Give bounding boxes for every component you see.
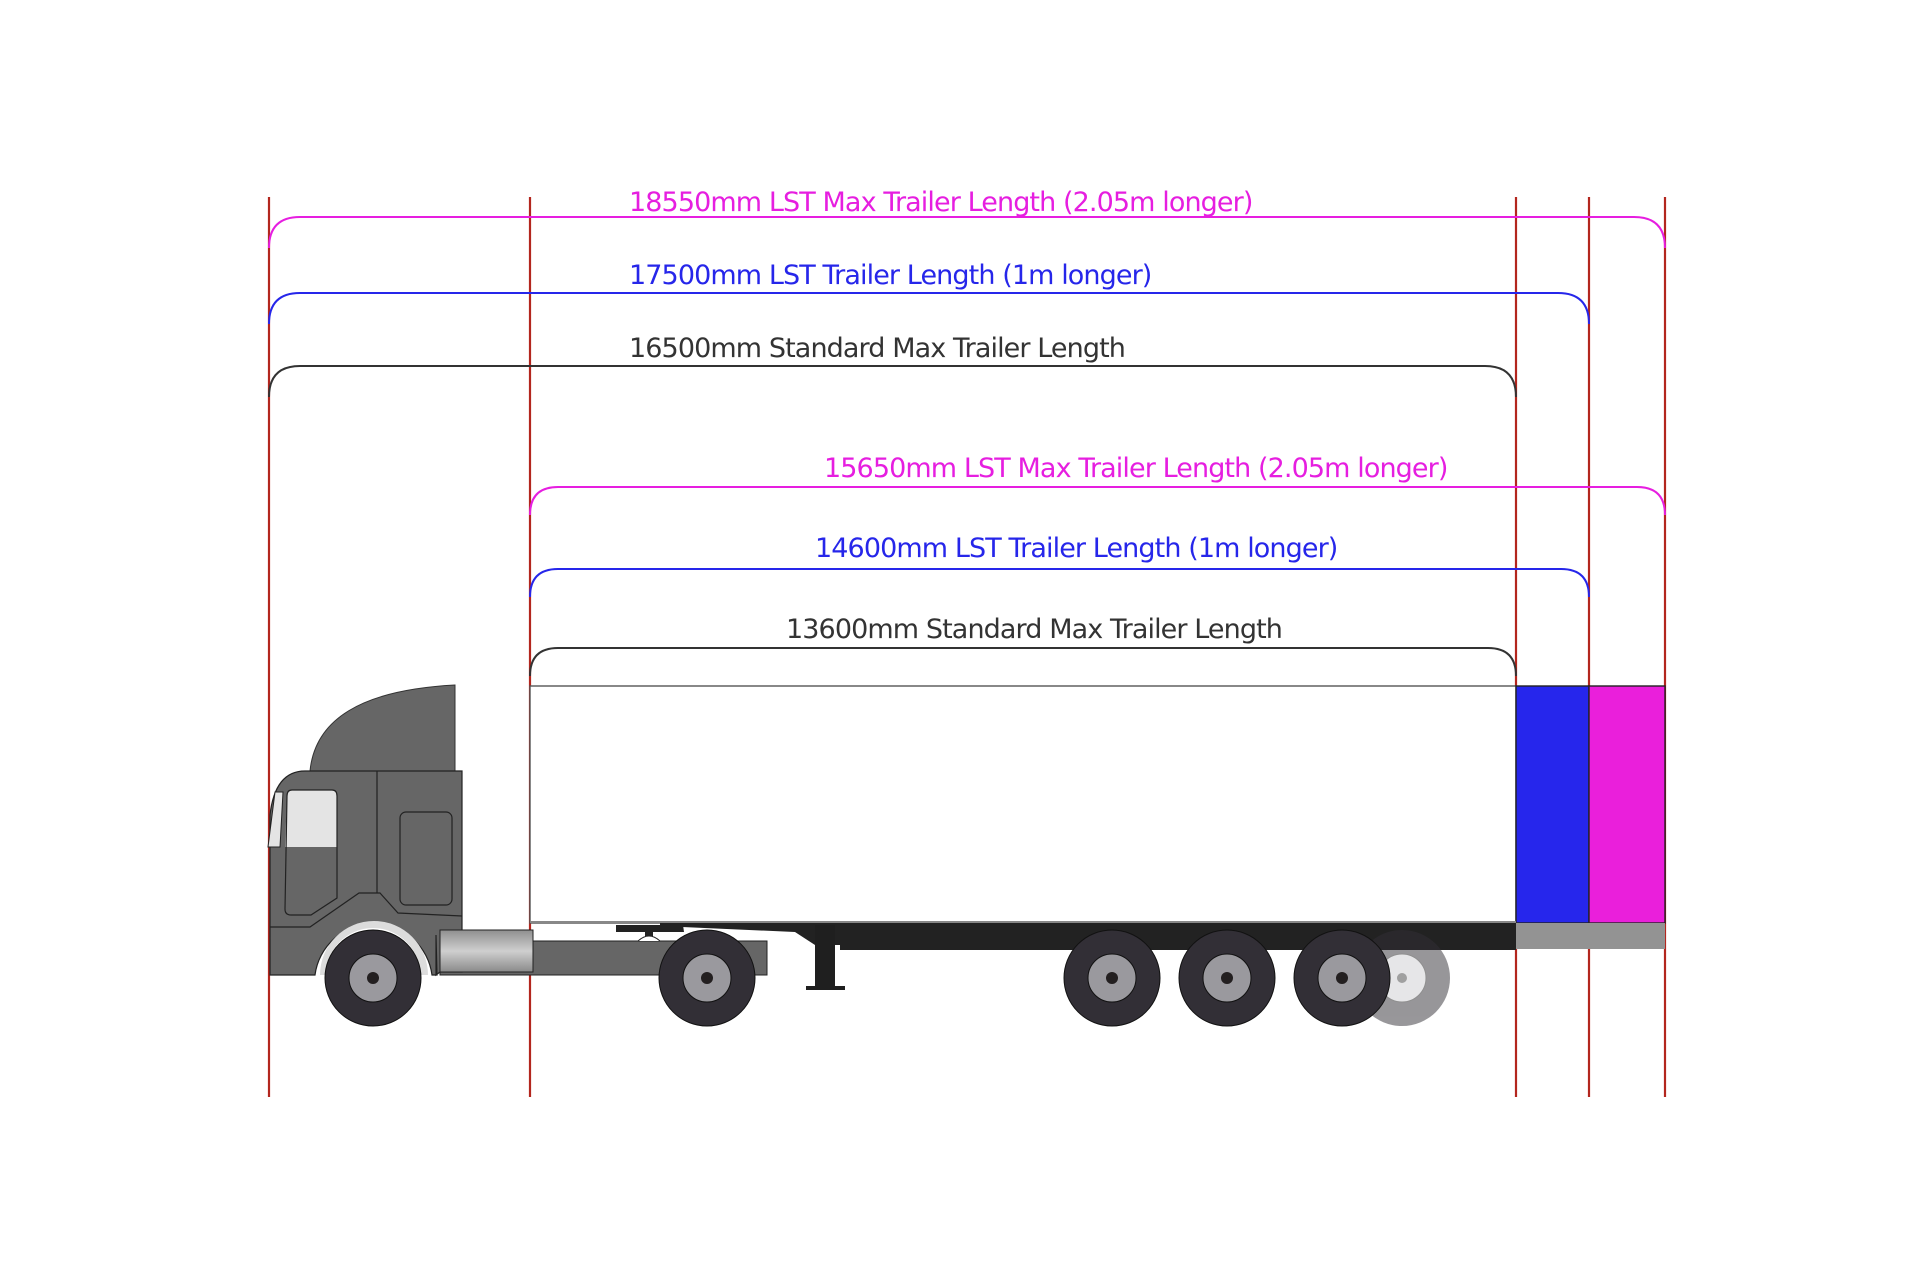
fuel-tank bbox=[439, 929, 534, 973]
sleeper-window bbox=[399, 811, 453, 906]
tractor-unit bbox=[267, 684, 768, 1027]
bracket-overall-lst-1m bbox=[268, 292, 1590, 325]
trailer-wheel-1 bbox=[1063, 929, 1161, 1027]
bracket-trailer-lst-1m bbox=[529, 568, 1590, 598]
extension-block-1m bbox=[1515, 685, 1590, 924]
extension-block-2-05m bbox=[1588, 685, 1666, 924]
bracket-trailer-standard bbox=[529, 647, 1517, 677]
overall-dimension-brackets: 18550mm LST Max Trailer Length (2.05m lo… bbox=[268, 187, 1666, 398]
label-trailer-lst-1m: 14600mm LST Trailer Length (1m longer) bbox=[815, 533, 1337, 564]
cab-door-outline bbox=[284, 789, 338, 916]
label-trailer-standard: 13600mm Standard Max Trailer Length bbox=[786, 614, 1282, 645]
semi-trailer bbox=[529, 685, 1666, 1027]
trailer-floor-line bbox=[530, 921, 1516, 923]
trailer-wheel-2 bbox=[1178, 929, 1276, 1027]
label-overall-lst-max: 18550mm LST Max Trailer Length (2.05m lo… bbox=[629, 187, 1252, 218]
bracket-trailer-lst-max bbox=[529, 486, 1666, 516]
side-mirror bbox=[267, 791, 284, 848]
bracket-overall-standard bbox=[268, 365, 1517, 398]
wheel-arch bbox=[320, 921, 428, 975]
label-trailer-lst-max: 15650mm LST Max Trailer Length (2.05m lo… bbox=[824, 453, 1447, 484]
fifth-wheel bbox=[616, 925, 684, 942]
trailer-box bbox=[529, 685, 1517, 924]
tractor-steer-wheel bbox=[324, 929, 422, 1027]
extension-chassis bbox=[1516, 923, 1665, 949]
tractor-drive-wheel bbox=[658, 929, 756, 1027]
landing-leg bbox=[806, 925, 845, 990]
cab-body-line bbox=[270, 892, 463, 928]
label-overall-standard: 16500mm Standard Max Trailer Length bbox=[629, 333, 1125, 364]
trailer-wheel-3 bbox=[1293, 929, 1391, 1027]
roof-fairing bbox=[309, 684, 456, 772]
label-overall-lst-1m: 17500mm LST Trailer Length (1m longer) bbox=[629, 260, 1151, 291]
cab-side-window bbox=[285, 790, 337, 847]
bracket-overall-lst-max bbox=[268, 216, 1666, 249]
trailer-dimension-brackets: 15650mm LST Max Trailer Length (2.05m lo… bbox=[529, 453, 1666, 677]
